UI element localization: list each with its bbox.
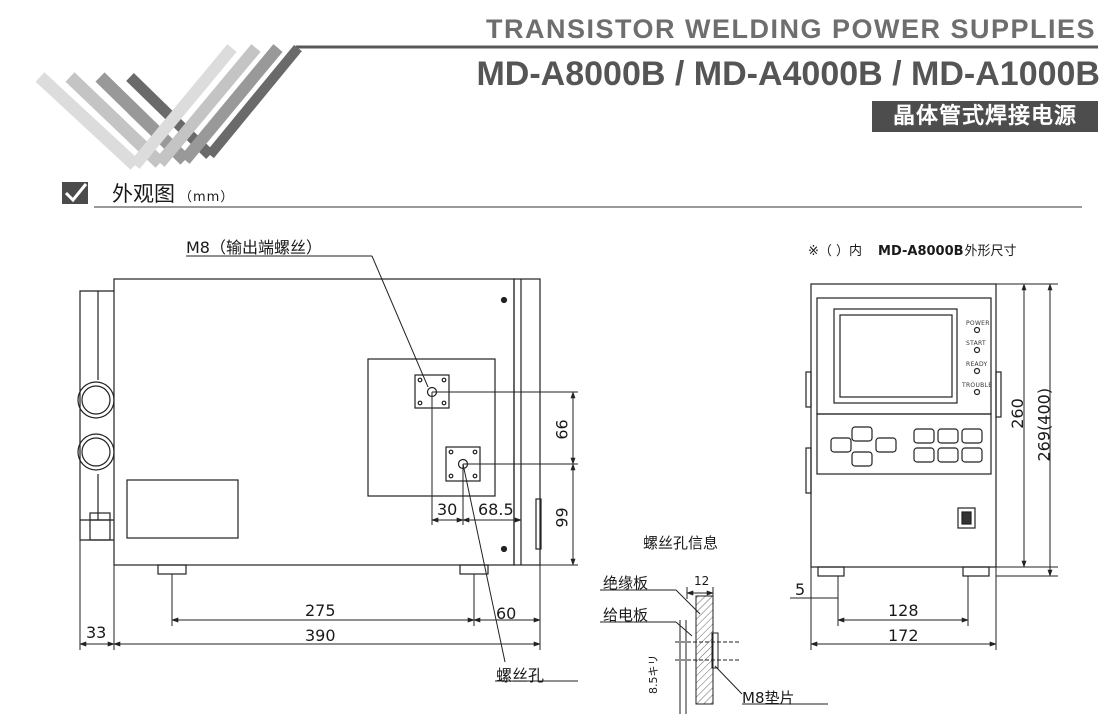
front-view-dimensions	[790, 283, 1058, 650]
indicator-start: START	[966, 340, 987, 347]
dim-5: 5	[795, 580, 806, 599]
indicator-power: POWER	[966, 320, 990, 327]
dim-33: 33	[86, 623, 107, 642]
indicator-ready: READY	[966, 361, 988, 368]
header-subtitle-cn: 晶体管式焊接电源	[872, 101, 1098, 132]
screw-info-label: 螺丝孔信息	[643, 534, 719, 552]
dim-60: 60	[496, 604, 517, 623]
m8-washer-label: M8垫片	[742, 689, 795, 707]
truncated-dimension-label: 8.5キリ	[647, 654, 660, 695]
power-plate-label: 给电板	[603, 606, 649, 624]
insulation-plate-label: 绝缘板	[603, 574, 649, 592]
dim-99: 99	[552, 507, 572, 528]
dim-68-5: 68.5	[478, 500, 514, 519]
header-logo	[35, 44, 1098, 170]
m8-output-label: M8（输出端螺丝）	[186, 238, 322, 257]
header-title: TRANSISTOR WELDING POWER SUPPLIES	[485, 14, 1096, 44]
section-title: 外观图 （mm）	[112, 178, 234, 208]
thickness-label: 12	[694, 574, 710, 588]
note-suffix: 外形尺寸	[964, 244, 1017, 259]
section-unit: （mm）	[179, 190, 235, 205]
note-prefix: ※（ ）内	[808, 244, 863, 259]
front-view	[805, 283, 1002, 577]
indicator-trouble: TROUBLE	[962, 382, 993, 389]
dim-260: 260	[1007, 398, 1027, 429]
dim-172: 172	[888, 626, 919, 645]
screw-hole-label: 螺丝孔	[496, 666, 545, 685]
dim-269-400: 269(400)	[1034, 387, 1054, 462]
dim-66: 66	[552, 419, 572, 440]
side-view	[77, 278, 542, 575]
section-check-icon	[62, 182, 88, 204]
note-model: MD-A8000B	[878, 244, 964, 259]
dim-390: 390	[305, 626, 336, 645]
dim-30: 30	[437, 500, 458, 519]
dim-275: 275	[305, 601, 336, 620]
section-title-text: 外观图	[112, 182, 175, 206]
header-models: MD-A8000B / MD-A4000B / MD-A1000B	[476, 55, 1100, 93]
side-view-dimensions	[79, 255, 578, 682]
dimension-note: ※（ ）内 MD-A8000B外形尺寸	[808, 240, 1017, 259]
dim-128: 128	[888, 601, 919, 620]
screw-detail	[600, 587, 828, 714]
